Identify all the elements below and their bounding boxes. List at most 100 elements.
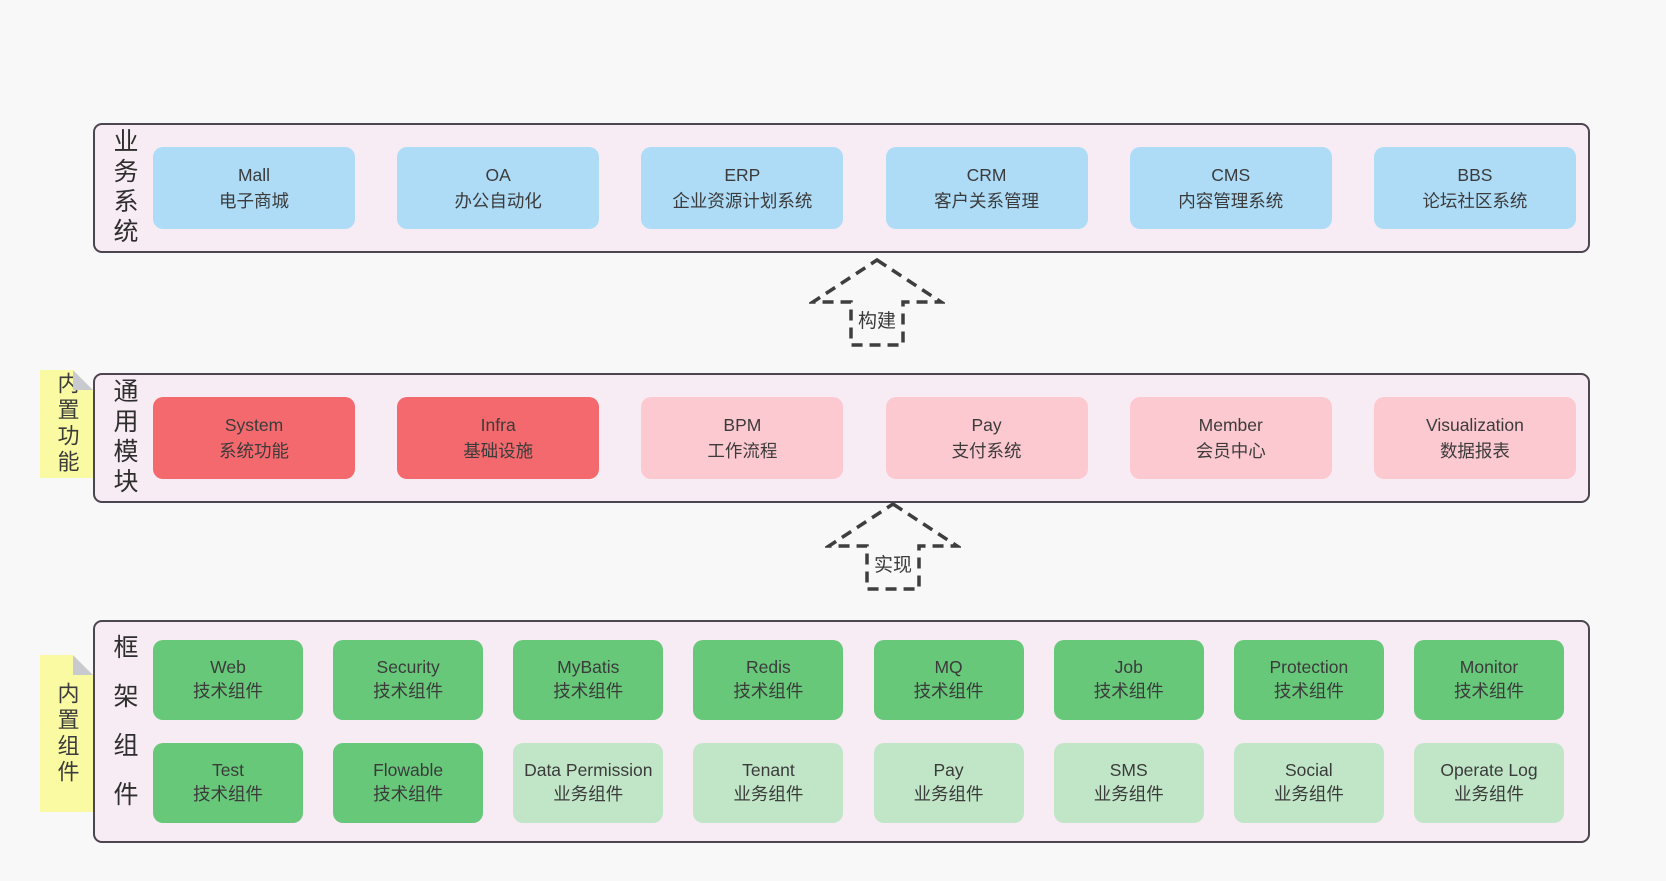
box-subtitle: 企业资源计划系统 [672,191,813,211]
box-title: Data Permission [524,760,653,781]
component-box-data-permission: Data Permission 业务组件 [513,743,664,823]
box-subtitle: 技术组件 [373,784,444,804]
module-box-infra: Infra 基础设施 [397,397,600,479]
build-arrow: 构建 [809,256,945,350]
box-title: Web [210,657,246,678]
box-subtitle: 技术组件 [733,681,804,701]
box-subtitle: 业务组件 [1273,784,1344,804]
box-subtitle: 业务组件 [733,784,804,804]
sticky-builtin-components-text: 内置组件 [54,681,80,786]
box-title: ERP [724,164,761,185]
build-arrow-label: 构建 [857,311,896,332]
box-subtitle: 技术组件 [1093,681,1164,701]
box-title: BBS [1457,164,1493,185]
component-box-redis: Redis 技术组件 [693,640,844,720]
band-framework-label: 框架组件 [95,622,153,841]
system-box-oa: OA 办公自动化 [397,147,600,229]
band-business-label: 业务系统 [95,125,153,251]
implement-arrow-label: 实现 [873,555,912,576]
component-box-test: Test 技术组件 [153,743,303,823]
framework-row-1: Web 技术组件 Security 技术组件 MyBatis 技术组件 Redi… [153,640,1576,720]
box-title: SMS [1109,760,1148,781]
component-box-flowable: Flowable 技术组件 [333,743,484,823]
folded-corner-icon [73,655,93,675]
box-title: Job [1114,657,1143,678]
box-title: Monitor [1459,657,1519,678]
component-box-mq: MQ 技术组件 [873,640,1024,720]
component-box-social: Social 业务组件 [1233,743,1384,823]
system-box-bbs: BBS 论坛社区系统 [1373,147,1576,229]
component-box-tenant: Tenant 业务组件 [693,743,844,823]
band-business-systems: 业务系统 Mall 电子商城 OA 办公自动化 ERP 企业资源计划系统 CRM… [93,123,1590,253]
box-title: Redis [746,657,791,678]
system-box-erp: ERP 企业资源计划系统 [641,147,844,229]
box-title: Operate Log [1440,760,1538,781]
band-framework-components: 框架组件 Web 技术组件 Security 技术组件 MyBatis 技术组件… [93,620,1590,843]
box-title: Social [1285,760,1333,781]
box-subtitle: 客户关系管理 [934,191,1040,211]
band-common-modules: 通用模块 System 系统功能 Infra 基础设施 BPM 工作流程 Pay… [93,373,1590,503]
band-modules-label-text: 通用模块 [110,378,138,498]
box-subtitle: 技术组件 [1273,681,1344,701]
box-title: Visualization [1425,414,1524,435]
module-box-system: System 系统功能 [153,397,355,479]
box-title: Tenant [742,760,795,781]
component-box-operate-log: Operate Log 业务组件 [1413,743,1564,823]
up-arrow-icon [825,501,961,591]
box-subtitle: 技术组件 [1453,681,1524,701]
box-title: Mall [237,164,271,185]
band-framework-content: Web 技术组件 Security 技术组件 MyBatis 技术组件 Redi… [153,622,1588,841]
box-title: MyBatis [557,657,620,678]
box-title: Protection [1269,657,1349,678]
band-modules-content: System 系统功能 Infra 基础设施 BPM 工作流程 Pay 支付系统… [153,375,1588,501]
component-box-monitor: Monitor 技术组件 [1413,640,1564,720]
component-box-job: Job 技术组件 [1053,640,1204,720]
system-box-mall: Mall 电子商城 [153,147,355,229]
box-subtitle: 工作流程 [707,441,778,461]
box-title: MQ [934,657,963,678]
box-title: Pay [933,760,964,781]
box-title: Security [376,657,440,678]
box-subtitle: 技术组件 [373,681,444,701]
box-title: Flowable [373,760,444,781]
box-subtitle: 技术组件 [553,681,624,701]
component-box-sms: SMS 业务组件 [1053,743,1204,823]
box-title: Member [1198,414,1263,435]
component-box-pay: Pay 业务组件 [873,743,1024,823]
component-box-web: Web 技术组件 [153,640,303,720]
system-box-cms: CMS 内容管理系统 [1129,147,1332,229]
folded-corner-icon [73,370,93,390]
implement-arrow: 实现 [825,500,961,594]
box-subtitle: 会员中心 [1195,441,1266,461]
box-subtitle: 技术组件 [193,681,263,701]
box-title: Infra [480,414,516,435]
box-subtitle: 支付系统 [951,441,1022,461]
box-title: OA [485,164,511,185]
box-subtitle: 业务组件 [1093,784,1164,804]
band-modules-label: 通用模块 [95,375,153,501]
box-title: System [224,414,284,435]
module-box-visualization: Visualization 数据报表 [1373,397,1576,479]
band-business-content: Mall 电子商城 OA 办公自动化 ERP 企业资源计划系统 CRM 客户关系… [153,125,1588,251]
box-title: CMS [1211,164,1251,185]
box-subtitle: 办公自动化 [454,191,542,211]
system-box-crm: CRM 客户关系管理 [885,147,1088,229]
component-box-protection: Protection 技术组件 [1233,640,1384,720]
sticky-builtin-components: 内置组件 [40,655,93,812]
box-subtitle: 系统功能 [219,441,289,461]
component-box-mybatis: MyBatis 技术组件 [513,640,664,720]
box-subtitle: 业务组件 [553,784,624,804]
module-box-member: Member 会员中心 [1129,397,1332,479]
box-subtitle: 技术组件 [193,784,263,804]
box-subtitle: 内容管理系统 [1178,191,1284,211]
box-title: Test [211,760,245,781]
box-subtitle: 电子商城 [219,191,289,211]
box-subtitle: 基础设施 [463,441,534,461]
box-subtitle: 论坛社区系统 [1422,191,1528,211]
box-subtitle: 业务组件 [1453,784,1524,804]
module-box-bpm: BPM 工作流程 [641,397,844,479]
box-subtitle: 数据报表 [1439,441,1510,461]
box-title: CRM [966,164,1007,185]
module-box-pay: Pay 支付系统 [885,397,1088,479]
